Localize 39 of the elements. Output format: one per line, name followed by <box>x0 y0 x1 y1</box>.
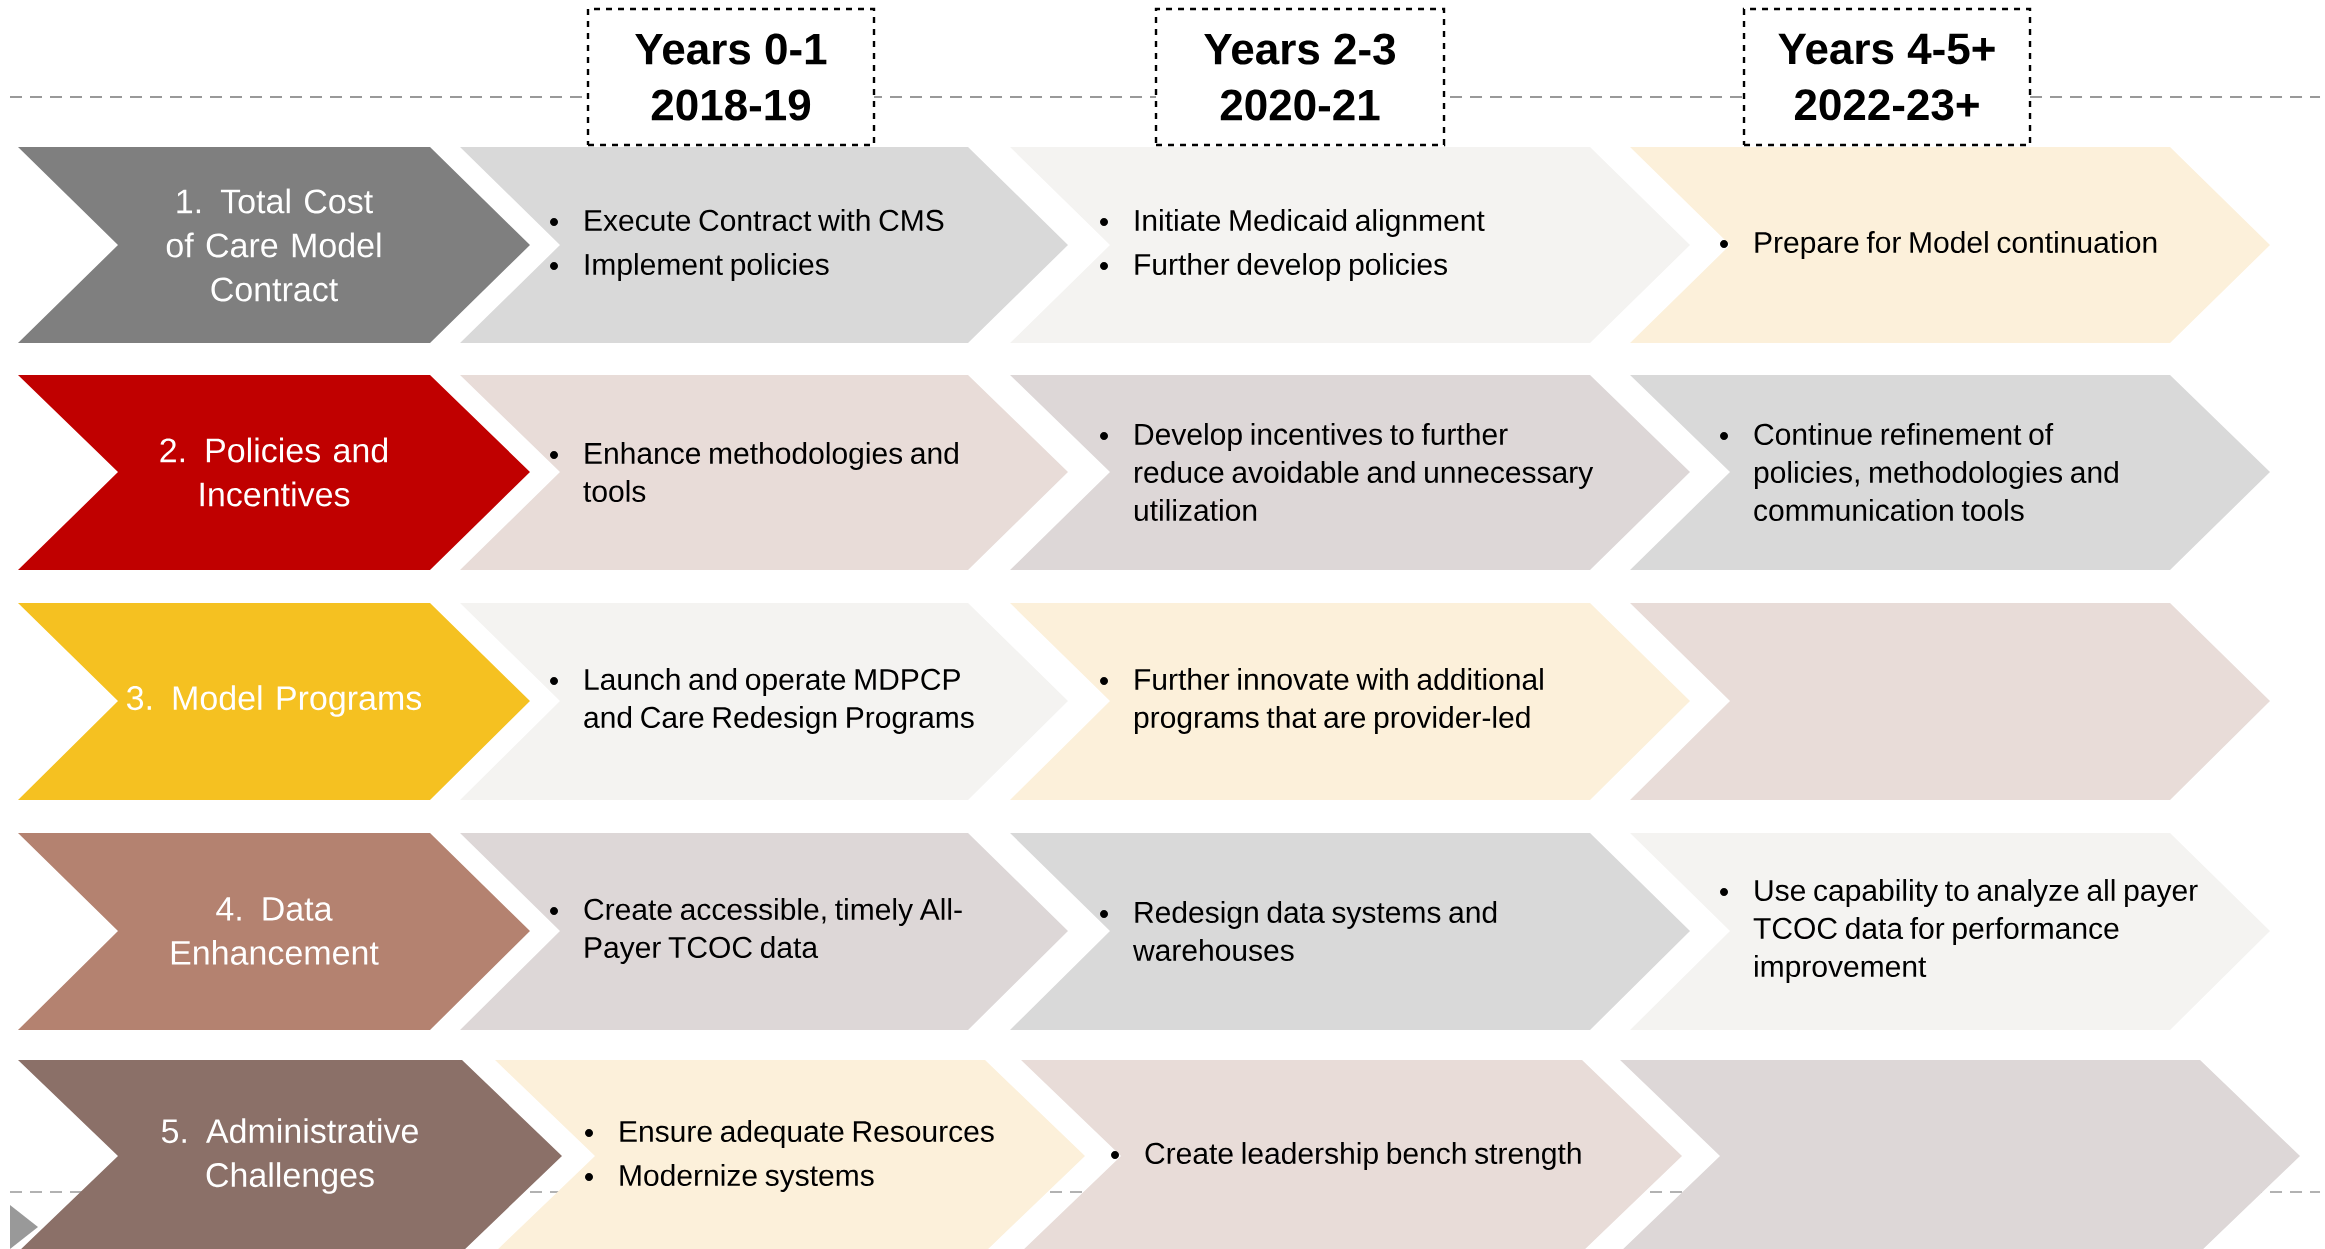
bullet-text: Use capability to analyze all payer TCOC data for performance improvement <box>1720 879 2198 983</box>
phase-band <box>1010 375 1690 570</box>
phase-band <box>1630 375 2270 570</box>
bullet-text: Implement policies <box>550 253 829 281</box>
bullet-text: Initiate Medicaid alignment <box>1100 209 1485 237</box>
bullet-text: Develop incentives to further reduce avoidable and unnecessary utilization <box>1100 423 1594 521</box>
bullet-text: Launch and operate MDPCP and Care Redesign Programs <box>550 668 974 734</box>
year-header: Years 2-3 2020-21 <box>1154 7 1446 147</box>
bullet-text: Ensure adequate Resources <box>585 1120 994 1148</box>
bullet-text: Create accessible, timely All-Payer TCOC data <box>550 898 962 964</box>
bullet-text: Prepare for Model continuation <box>1720 231 2157 259</box>
bullet-text: Execute Contract with CMS <box>550 209 944 232</box>
phase-band <box>1630 603 2270 800</box>
category-band: 3. Model Programs <box>18 603 530 800</box>
phase-band <box>460 833 1068 1030</box>
phase-band <box>1021 1060 1682 1249</box>
phase-band <box>460 147 1068 343</box>
category-band: 5. Administrative Challenges <box>18 1060 562 1249</box>
category-band: 4. Data Enhancement <box>18 833 530 1030</box>
bullet-text: Modernize systems <box>585 1164 874 1192</box>
phase-band <box>460 603 1068 800</box>
bullet-text: Enhance methodologies and tools <box>550 442 958 502</box>
phase-band <box>1010 833 1690 1030</box>
phase-band <box>460 375 1068 570</box>
phase-band <box>1620 1060 2300 1249</box>
year-header: Years 4-5+ 2022-23+ <box>1742 7 2032 147</box>
bullet-text: Continue refinement of policies, methodologies and communication tools <box>1720 423 2118 521</box>
phase-band <box>495 1060 1085 1249</box>
phase-band <box>1010 603 1690 800</box>
bullet-text: Redesign data systems and warehouses <box>1100 901 1497 961</box>
phase-band <box>1630 147 2270 343</box>
category-band: 1. Total Cost of Care Model Contract <box>18 147 530 343</box>
phase-band <box>1630 833 2270 1030</box>
bullet-text: Further innovate with additional programs that are provider-led <box>1100 668 1543 734</box>
bullet-text: Further develop policies <box>1100 253 1447 281</box>
category-band: 2. Policies and Incentives <box>18 375 530 570</box>
year-header: Years 0-1 2018-19 <box>586 7 876 147</box>
bullet-text: Create leadership bench strength <box>1111 1142 1581 1170</box>
phase-band <box>1010 147 1690 343</box>
